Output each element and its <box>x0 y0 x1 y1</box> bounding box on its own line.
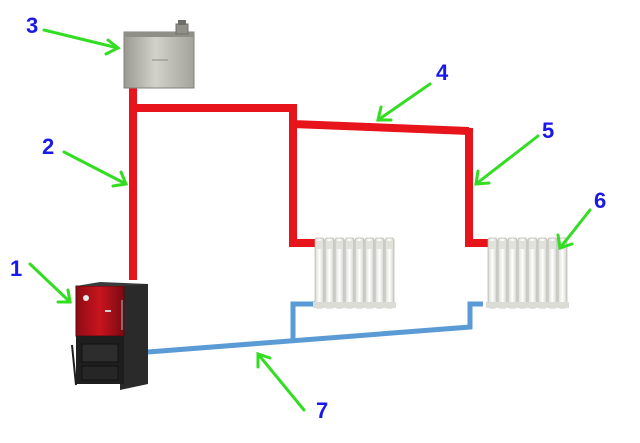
arrow-5-icon <box>474 134 540 186</box>
radiator-base <box>313 302 396 308</box>
arrow-7-icon <box>256 351 306 412</box>
arrow-2-icon <box>62 150 129 188</box>
radiator-section-cap <box>529 241 536 249</box>
supply-main-pipe <box>133 104 470 135</box>
callout-4: 4 <box>436 60 449 85</box>
return-pipe <box>147 301 483 355</box>
radiator-section-cap <box>509 241 516 249</box>
radiator-section-cap <box>386 241 393 249</box>
radiator-section-cap <box>326 241 333 249</box>
radiator-right <box>486 237 569 309</box>
callout-2: 2 <box>42 134 54 159</box>
radiator-section-cap <box>489 241 496 249</box>
expansion-tank <box>123 20 195 89</box>
supply-pipes <box>129 88 488 280</box>
radiator-section-cap <box>316 241 323 249</box>
arrow-1-icon <box>28 262 72 304</box>
arrow-3-icon <box>42 28 121 56</box>
radiator-section-cap <box>539 241 546 249</box>
return-main-pipe <box>147 301 483 355</box>
arrow-6-icon <box>556 208 592 250</box>
radiator-section-cap <box>356 241 363 249</box>
callout-arrows <box>28 28 592 412</box>
arrow-4-icon <box>376 82 432 122</box>
callout-6: 6 <box>594 188 606 213</box>
radiator-section-cap <box>376 241 383 249</box>
radiator-left <box>313 237 396 309</box>
callout-7: 7 <box>316 398 328 423</box>
boiler <box>71 282 148 390</box>
supply-branch-left <box>289 120 315 247</box>
callout-labels: 1 2 3 4 5 6 7 <box>10 13 606 423</box>
radiator-base <box>486 302 569 308</box>
radiator-section-cap <box>499 241 506 249</box>
radiator-section-cap <box>346 241 353 249</box>
radiator-section-cap <box>549 241 556 249</box>
return-branch-pipe <box>290 301 315 339</box>
radiator-section-cap <box>336 241 343 249</box>
supply-drop-pipe <box>465 128 488 247</box>
callout-1: 1 <box>10 256 22 281</box>
callout-3: 3 <box>26 13 38 38</box>
radiator-section-cap <box>366 241 373 249</box>
radiator-section-cap <box>519 241 526 249</box>
callout-5: 5 <box>542 118 554 143</box>
